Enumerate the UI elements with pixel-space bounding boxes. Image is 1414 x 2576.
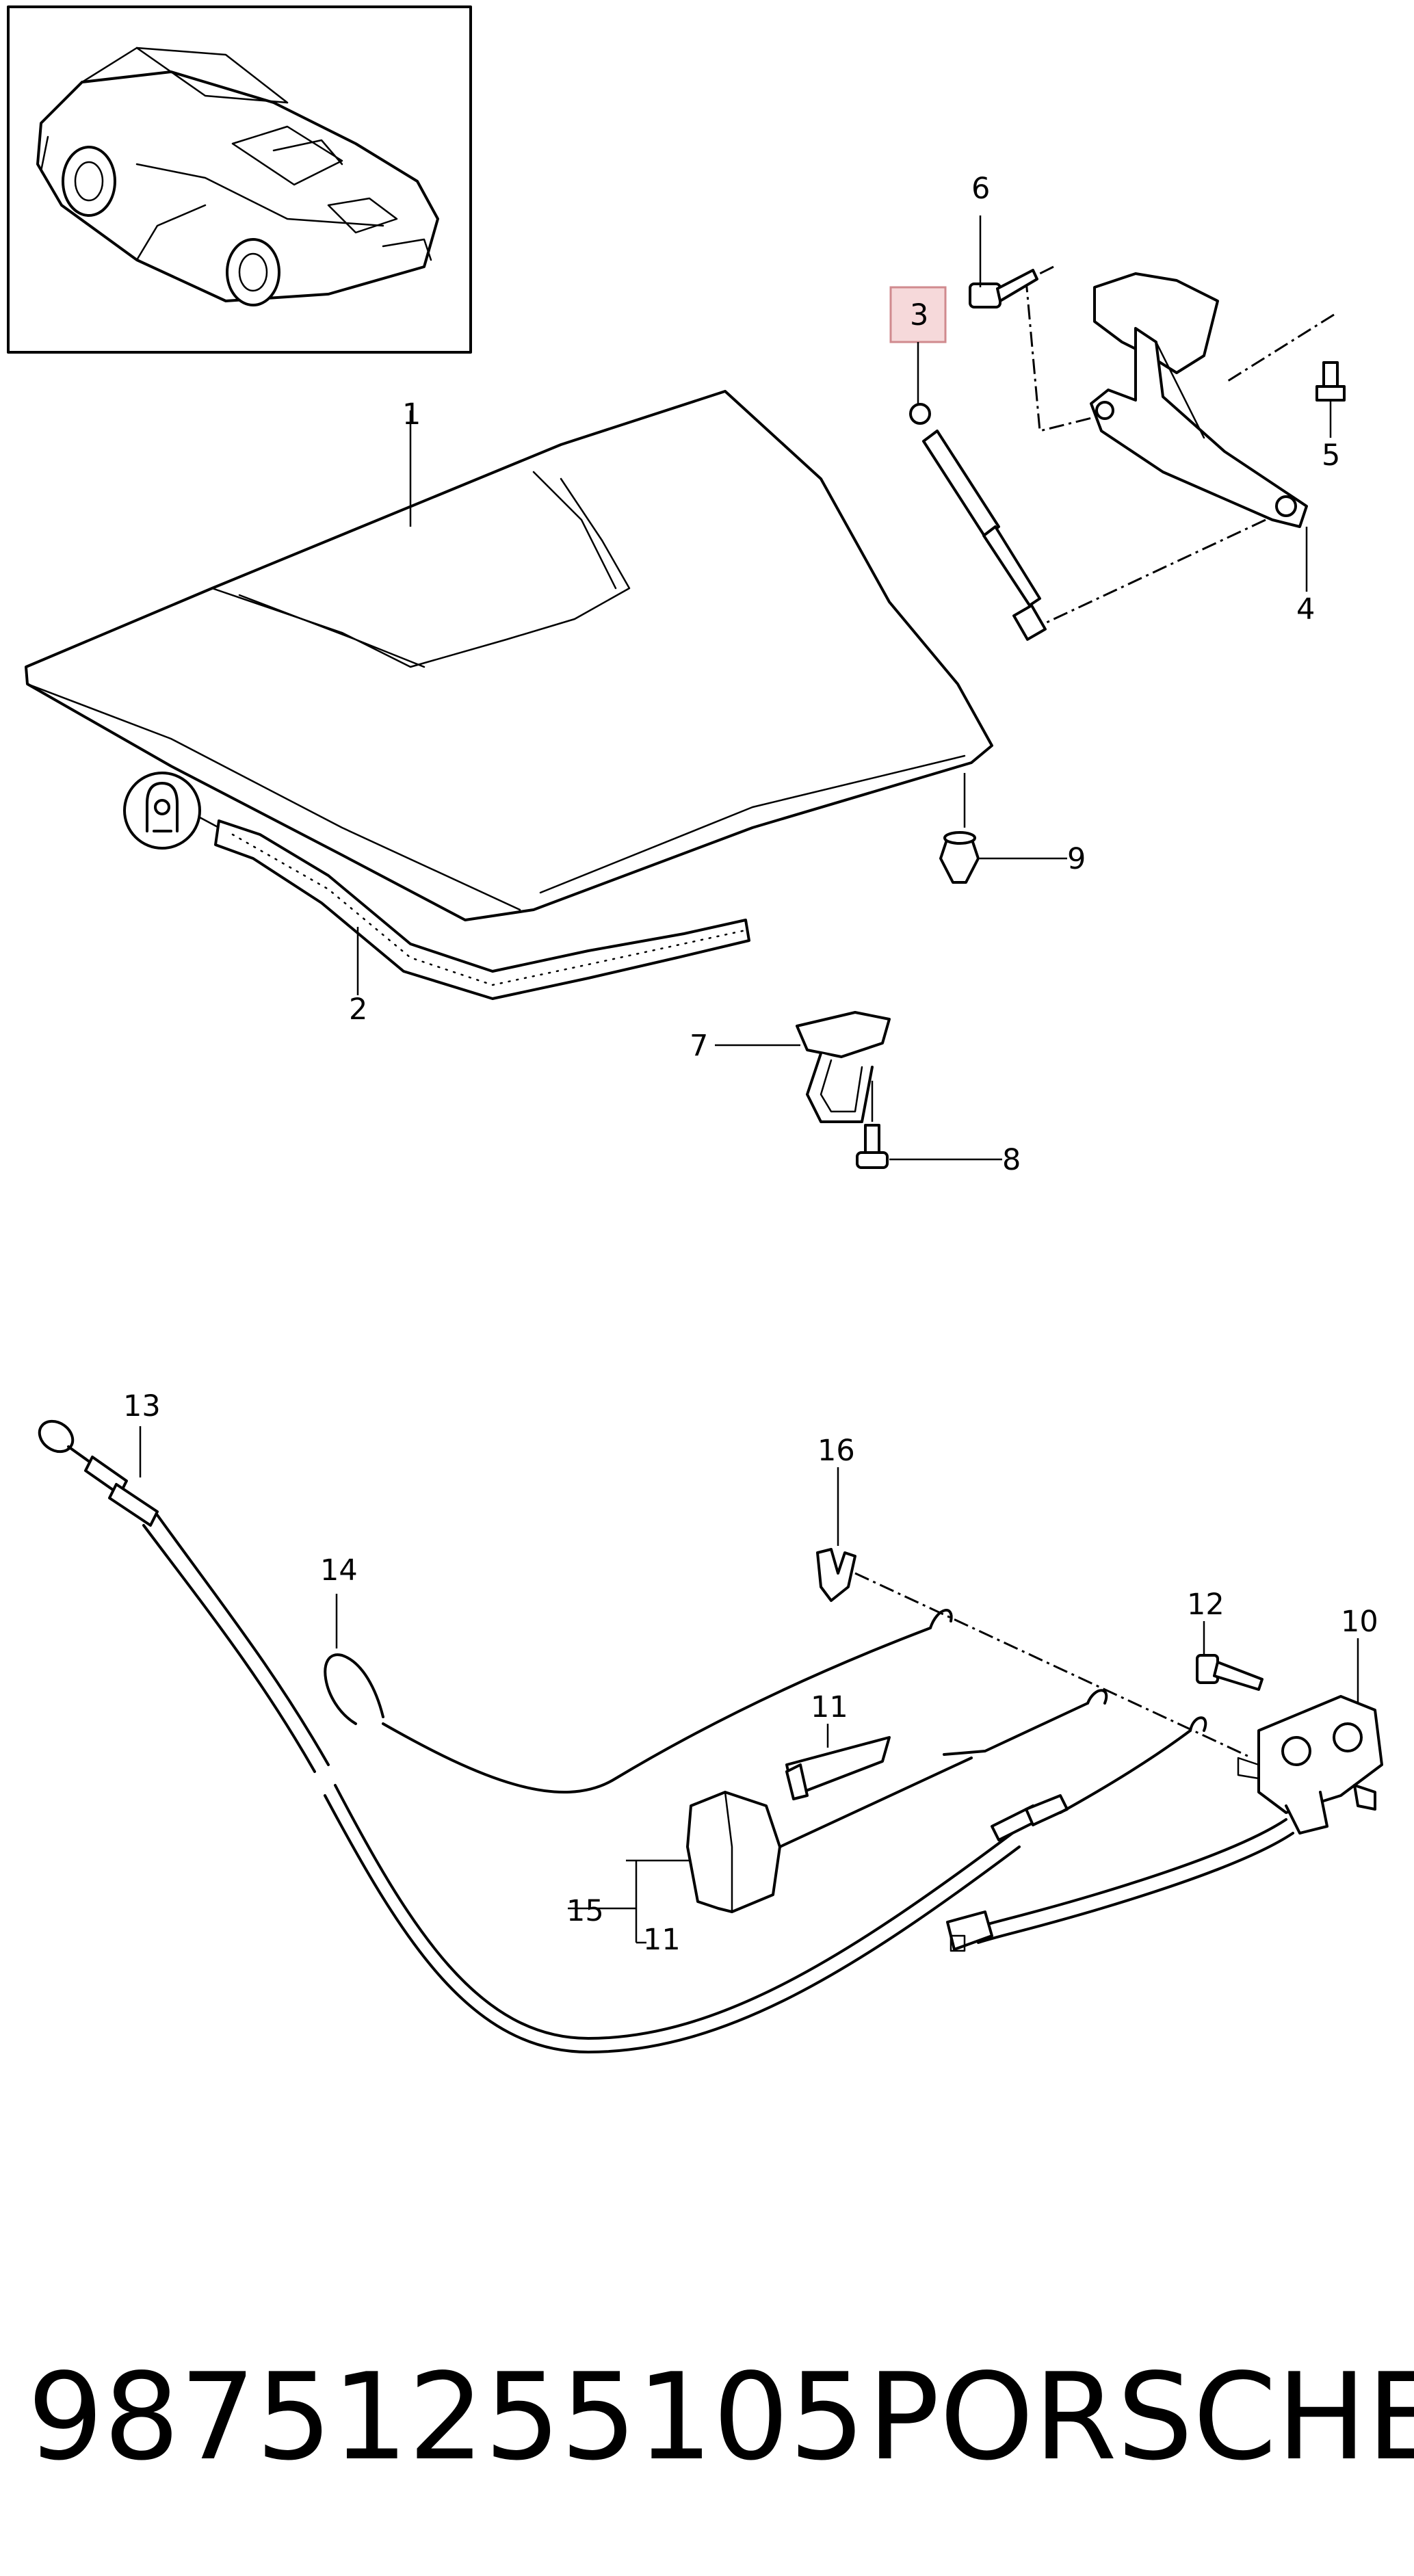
part-8-bolt bbox=[856, 1124, 889, 1169]
callout-15: 15 bbox=[566, 1894, 604, 1928]
callout-12: 12 bbox=[1187, 1588, 1225, 1622]
part-16-clip bbox=[816, 1548, 856, 1602]
callout-10: 10 bbox=[1341, 1605, 1378, 1639]
callout-3: 3 bbox=[910, 298, 928, 332]
callout-11b: 11 bbox=[643, 1923, 681, 1957]
part-11-lever-cover bbox=[785, 1736, 891, 1800]
callout-9: 9 bbox=[1067, 842, 1086, 876]
callout-6: 6 bbox=[971, 172, 990, 206]
part-14-cable bbox=[324, 1609, 953, 1793]
callout-3-highlight bbox=[889, 286, 947, 343]
callout-14: 14 bbox=[320, 1553, 358, 1588]
callout-8: 8 bbox=[1002, 1143, 1021, 1177]
brand-name: PORSCHE bbox=[867, 2348, 1414, 2487]
callout-13: 13 bbox=[123, 1389, 161, 1423]
part-9-buffer bbox=[939, 831, 980, 884]
part-5-bolt bbox=[1315, 361, 1346, 402]
part-10-lock bbox=[1237, 1695, 1383, 1835]
callout-1: 1 bbox=[402, 397, 421, 432]
callout-4: 4 bbox=[1296, 592, 1315, 627]
wiring-harness bbox=[946, 1818, 1294, 1952]
part-number: 98751255105 bbox=[27, 2348, 865, 2487]
part-7-striker bbox=[796, 1011, 891, 1123]
part-3-gas-strut bbox=[909, 403, 1047, 641]
part-15-release-handle bbox=[686, 1757, 973, 1913]
part-13-release-cable bbox=[38, 1419, 1069, 2053]
car-overview-inset bbox=[7, 5, 472, 354]
callout-5: 5 bbox=[1322, 438, 1340, 473]
callout-16: 16 bbox=[817, 1434, 855, 1468]
part-12-bolt bbox=[1196, 1654, 1264, 1691]
callout-7: 7 bbox=[690, 1029, 708, 1063]
adhesive-clip-symbol-icon bbox=[123, 772, 201, 850]
inner-cables bbox=[943, 1689, 1207, 1814]
part-1-hood bbox=[25, 390, 993, 921]
callout-2: 2 bbox=[349, 993, 367, 1027]
part-6-bolt bbox=[969, 269, 1038, 308]
part-2-seal bbox=[214, 819, 750, 1000]
callout-11a: 11 bbox=[811, 1690, 848, 1724]
car-icon bbox=[36, 47, 439, 306]
part-4-hinge bbox=[1090, 272, 1308, 528]
footer: 98751255105 PORSCHE bbox=[0, 2339, 1414, 2497]
